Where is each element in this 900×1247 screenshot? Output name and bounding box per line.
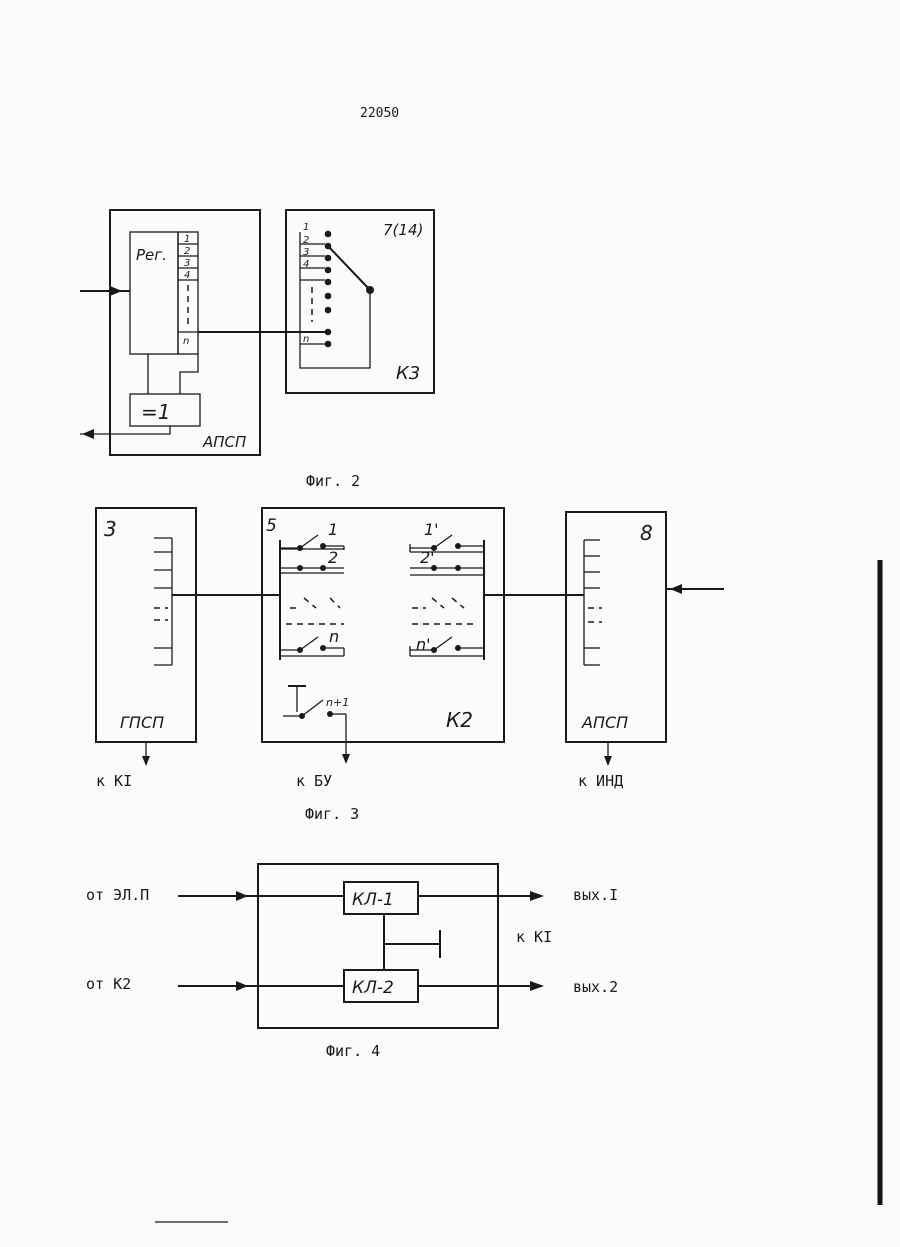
fig2-caption: Фиг. 2: [306, 472, 360, 490]
k2-label: К2: [446, 708, 473, 732]
right-switch-2-label: 2': [420, 548, 435, 567]
apsp-label-fig3: АПСП: [581, 713, 628, 732]
out-k1-label: к КI: [96, 772, 132, 790]
k3-label: К3: [396, 363, 420, 384]
xor-label: =1: [141, 400, 170, 424]
reg-cell-1: 1: [184, 234, 190, 245]
k3-contact-4: 4: [303, 259, 309, 270]
apsp-label-fig2: АПСП: [202, 433, 246, 451]
k3-number: 7(14): [383, 221, 423, 239]
fig2: АПСП Рег. 1 2 3 4 n =1 7(14) К3: [80, 210, 434, 490]
fig4-input-2: от К2: [86, 975, 131, 993]
gpsp-block: [96, 508, 196, 742]
fig3: 3 ГПСП к КI 5 К2 1: [96, 508, 724, 823]
switch-n-plus-1-label: n+1: [326, 696, 349, 709]
right-switch-n-label: n': [416, 635, 431, 654]
fig4-caption: Фиг. 4: [326, 1042, 380, 1060]
kl1-label: КЛ-1: [352, 890, 394, 910]
reg-cell-n: n: [183, 336, 189, 347]
fig3-caption: Фиг. 3: [305, 805, 359, 823]
page-number: 22050: [360, 106, 399, 121]
left-switch-n-label: n: [329, 627, 339, 646]
register-label: Рег.: [136, 246, 167, 264]
kl2-label: КЛ-2: [352, 978, 394, 998]
fig4-out-1: вых.I: [573, 886, 618, 904]
out-bu-label: к БУ: [296, 772, 332, 790]
gpsp-number: 3: [104, 517, 117, 541]
fig4-input-1: от ЭЛ.П: [86, 886, 149, 904]
apsp-number-fig3: 8: [640, 521, 653, 545]
fig4-to-k1: к КI: [516, 928, 552, 946]
k2-block: [262, 508, 504, 742]
fig4-out-2: вых.2: [573, 978, 618, 996]
reg-cell-4: 4: [184, 270, 190, 281]
left-switch-2-label: 2: [328, 548, 338, 567]
fig4-block: [258, 864, 498, 1028]
reg-cell-2: 2: [184, 246, 190, 257]
out-ind-label: к ИНД: [578, 772, 623, 790]
left-switch-dashed: [286, 598, 344, 624]
reg-cell-3: 3: [184, 258, 190, 269]
k3-contact-3: 3: [303, 247, 309, 258]
right-switch-dashed: [412, 598, 478, 624]
k3-wiper: [328, 246, 370, 290]
left-switch-1-label: 1: [328, 520, 338, 539]
k3-contact-2: 2: [303, 235, 309, 246]
apsp-block-fig3: [566, 512, 666, 742]
gpsp-label: ГПСП: [120, 713, 164, 732]
k2-number: 5: [266, 516, 277, 536]
k3-contact-1: 1: [303, 222, 309, 233]
right-switch-1-label: 1': [424, 520, 439, 539]
k3-contact-n: n: [303, 334, 309, 345]
fig4: от ЭЛ.П от К2 КЛ-1 вых.I КЛ-2 вых.2 к КI…: [86, 864, 618, 1060]
